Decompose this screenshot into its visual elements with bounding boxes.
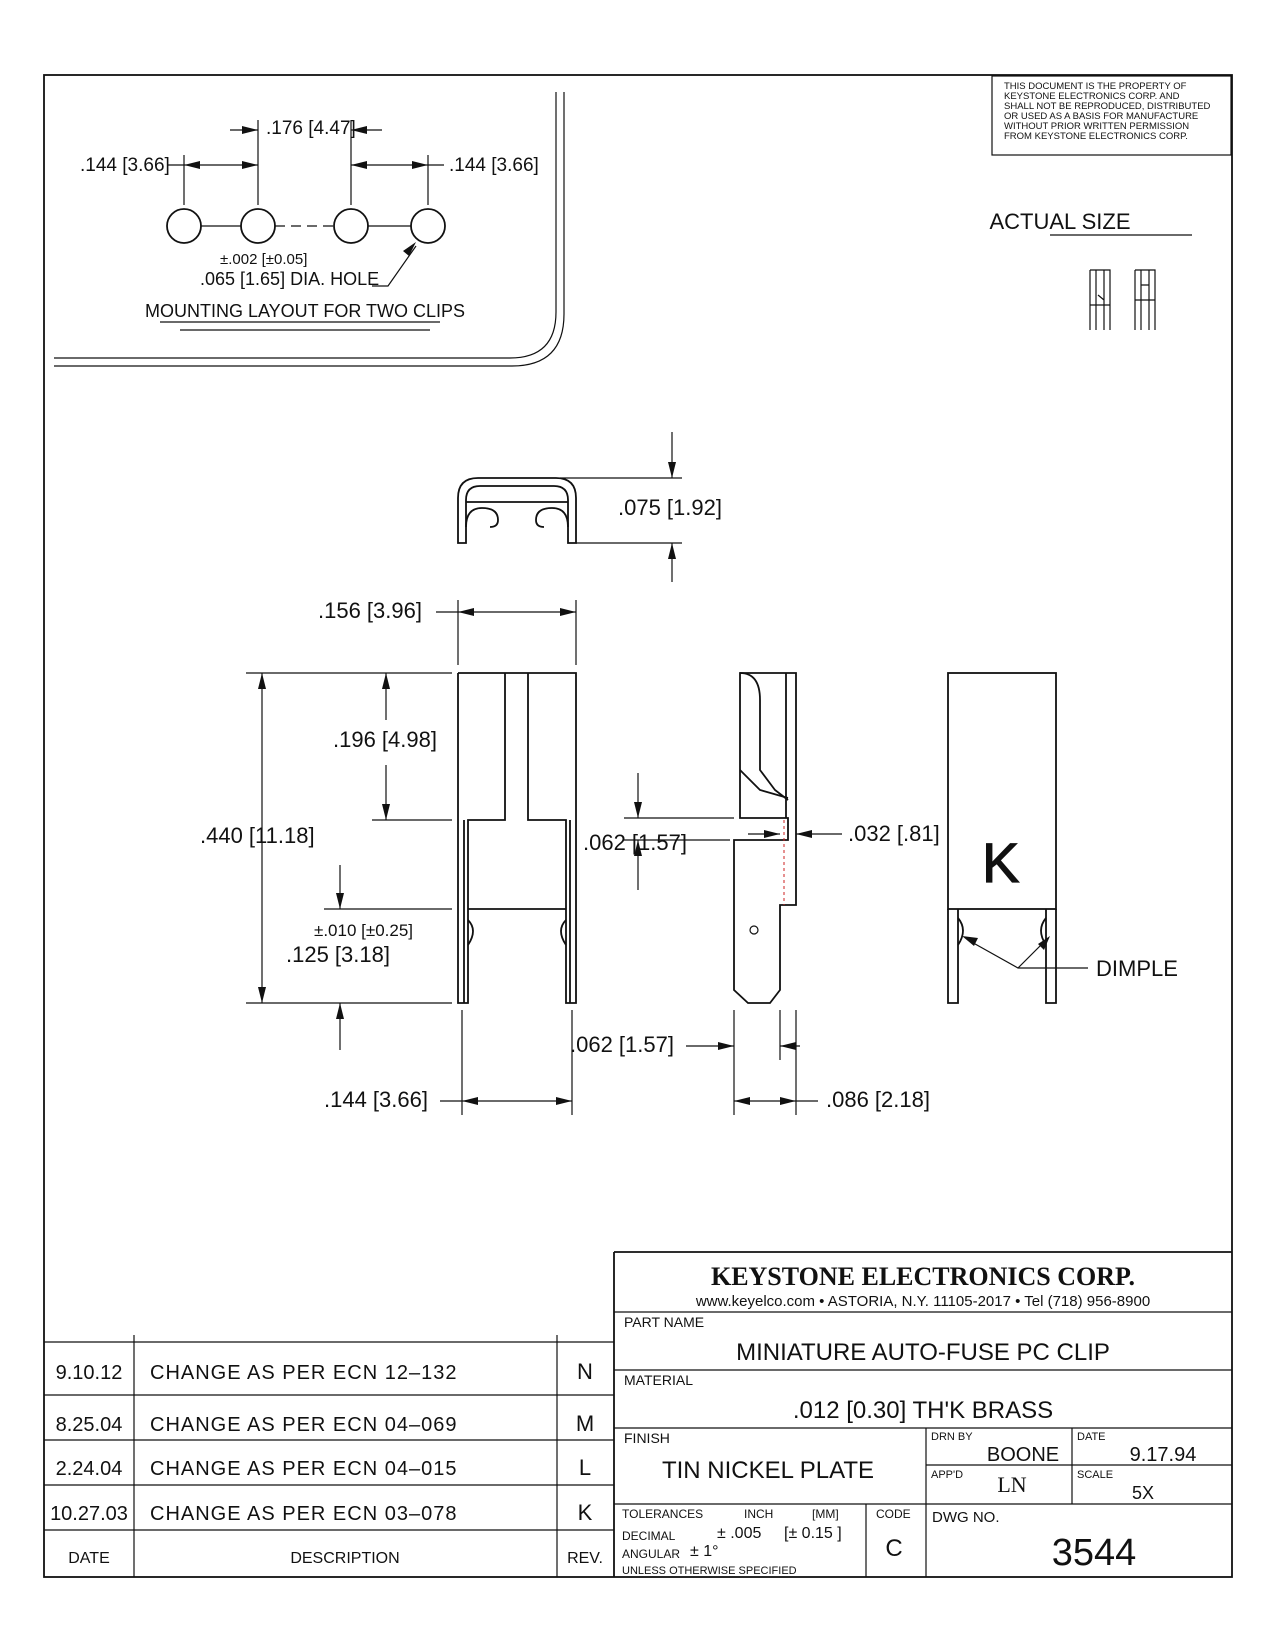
mounting-hole-3 [333,208,369,244]
top-height-dimension: .075 [1.92] [560,432,722,582]
part-name: MINIATURE AUTO-FUSE PC CLIP [736,1339,1110,1366]
notice-line-4: OR USED AS A BASIS FOR MANUFACTURE [1004,111,1198,122]
appd-label: APP'D [931,1469,963,1481]
front-view-dimensions: .156 [3.96] .440 [11.18] .196 [4.98] ±.0… [200,598,577,1115]
dimple-label: DIMPLE [1096,956,1178,981]
revision-block: 9.10.12 CHANGE AS PER ECN 12–132 N 8.25.… [44,1335,614,1577]
mounting-left-dim: .144 [3.66] [80,155,170,176]
actual-size-label: ACTUAL SIZE [990,209,1131,234]
material: .012 [0.30] TH'K BRASS [793,1397,1053,1424]
decimal-inch: ± .005 [717,1525,761,1542]
step-label: .062 [1.57] [583,830,687,855]
mounting-hole-diameter: .065 [1.65] DIA. HOLE [200,269,379,289]
decimal-mm: [± 0.15 ] [784,1525,842,1542]
clip-front-view [457,672,577,1004]
mm-label: [MM] [812,1507,839,1521]
inch-label: INCH [744,1507,773,1521]
title-block: KEYSTONE ELECTRONICS CORP. www.keyelco.c… [613,1251,1232,1577]
proprietary-notice: THIS DOCUMENT IS THE PROPERTY OF KEYSTON… [991,75,1232,156]
rev-row-2-date: 8.25.04 [56,1414,123,1436]
rev-row-3-description: CHANGE AS PER ECN 04–015 [150,1458,457,1480]
side-view-dimensions: .062 [1.57] .032 [.81] .062 [1.57] .086 … [570,773,940,1115]
actual-size-clip-right [1134,269,1156,330]
clip-rear-view [947,672,1057,1004]
rev-row-1-rev: N [577,1359,593,1384]
notice-line-3: SHALL NOT BE REPRODUCED, DISTRIBUTED [1004,101,1211,112]
dwg-no: 3544 [1052,1532,1137,1574]
rev-row-2-rev: M [576,1411,594,1436]
rev-row-3-rev: L [579,1455,591,1480]
notice-line-2: KEYSTONE ELECTRONICS CORP. AND [1004,91,1180,102]
dimple-callout: DIMPLE [962,936,1178,981]
notice-line-5: WITHOUT PRIOR WRITTEN PERMISSION [1004,121,1189,132]
overall-height-label: .440 [11.18] [200,823,315,848]
mounting-layout-frame [54,92,565,367]
scale: 5X [1132,1483,1154,1503]
unless-label: UNLESS OTHERWISE SPECIFIED [622,1565,797,1577]
mounting-layout-title: MOUNTING LAYOUT FOR TWO CLIPS [145,301,465,321]
clip-side-view [733,672,797,1004]
scale-label: SCALE [1077,1469,1113,1481]
mounting-hole-tolerance: ±.002 [±0.05] [220,251,307,268]
clip-top-view [457,477,577,544]
slot-depth-label: .196 [4.98] [333,727,437,752]
code-label: CODE [876,1507,911,1521]
top-height-label: .075 [1.92] [618,495,722,520]
rev-row-1-description: CHANGE AS PER ECN 12–132 [150,1362,457,1384]
date-label: DATE [1077,1431,1106,1443]
rev-row-1-date: 9.10.12 [56,1362,123,1384]
code: C [885,1535,902,1562]
rev-header-rev: REV. [567,1550,603,1567]
rev-header-date: DATE [68,1550,109,1567]
dimple-height-label: .125 [3.18] [286,942,390,967]
company-name: KEYSTONE ELECTRONICS CORP. [711,1262,1135,1291]
dimple-tolerance-label: ±.010 [±0.25] [314,921,413,940]
drn-by-label: DRN BY [931,1431,973,1443]
mounting-hole-2 [240,208,276,244]
mounting-right-dim: .144 [3.66] [449,155,539,176]
notice-line-6: FROM KEYSTONE ELECTRONICS CORP. [1004,131,1188,142]
sheet-border [43,74,1233,1578]
angular-label: ANGULAR [622,1547,680,1561]
bottom-width-label: .144 [3.66] [324,1087,428,1112]
notice-line-1: THIS DOCUMENT IS THE PROPERTY OF [1004,81,1187,92]
side-width-label: .086 [2.18] [826,1087,930,1112]
finish: TIN NICKEL PLATE [662,1457,874,1484]
angular: ± 1° [690,1543,719,1560]
width-label: .156 [3.96] [318,598,422,623]
rev-row-4-date: 10.27.03 [50,1503,128,1525]
rev-row-4-rev: K [578,1500,593,1525]
finish-label: FINISH [624,1430,670,1446]
mounting-pitch-dim: .176 [4.47] [266,118,356,139]
date: 9.17.94 [1130,1444,1197,1466]
actual-size-clip-left [1089,269,1111,330]
material-label: MATERIAL [624,1372,693,1388]
rev-header-description: DESCRIPTION [290,1550,399,1567]
logo-letter: K [982,831,1019,894]
decimal-label: DECIMAL [622,1529,676,1543]
lead-width-label: .062 [1.57] [570,1032,674,1057]
company-address: www.keyelco.com • ASTORIA, N.Y. 11105-20… [695,1293,1150,1310]
tolerances-label: TOLERANCES [622,1507,703,1521]
part-name-label: PART NAME [624,1314,704,1330]
drn-by: BOONE [987,1444,1059,1466]
mounting-hole-1 [166,208,202,244]
rev-row-4-description: CHANGE AS PER ECN 03–078 [150,1503,457,1525]
rev-row-3-date: 2.24.04 [56,1458,123,1480]
mounting-hole-4 [410,208,446,244]
appd: LN [997,1472,1026,1497]
thickness-label: .032 [.81] [848,821,940,846]
mounting-layout: .176 [4.47] .144 [3.66] .144 [3.66] ±.00… [80,118,539,331]
dwg-no-label: DWG NO. [932,1509,1000,1526]
rev-row-2-description: CHANGE AS PER ECN 04–069 [150,1414,457,1436]
